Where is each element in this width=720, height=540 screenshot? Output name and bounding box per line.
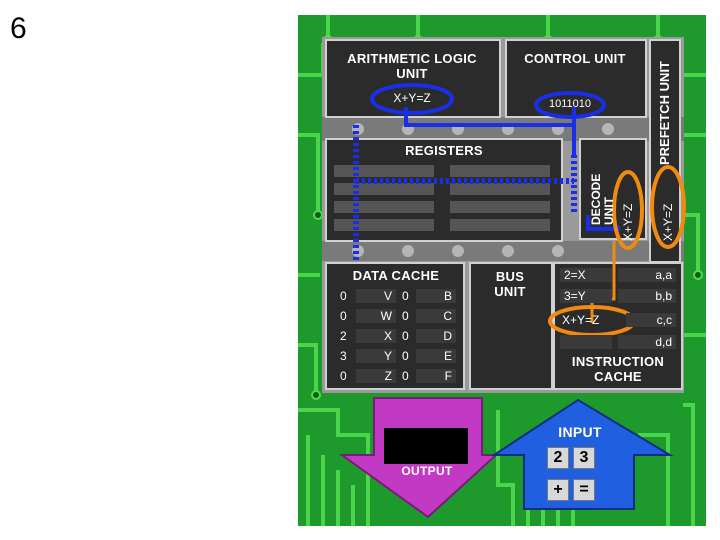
key-3: 3 — [573, 447, 595, 469]
data-cache-cell: Y — [356, 349, 396, 363]
prefetch-unit-formula: X+Y=Z — [661, 203, 675, 241]
registers-title: REGISTERS — [405, 143, 483, 158]
input-label: INPUT — [558, 424, 602, 440]
instruction-cache-cell: b,b — [618, 289, 676, 303]
bus-unit-title: BUS UNIT — [494, 269, 526, 299]
data-cache-cell: 3 — [340, 349, 347, 363]
data-cache-row: 0 V 0 B — [334, 289, 458, 303]
data-cache-cell: 0 — [340, 289, 347, 303]
data-cache-cell: W — [356, 309, 396, 323]
data-cache-cell: 0 — [340, 369, 347, 383]
data-cache-cell: E — [416, 349, 456, 363]
output-label: OUTPUT — [401, 464, 453, 478]
key-plus: + — [547, 479, 569, 501]
instruction-cache-cell: a,a — [618, 268, 676, 282]
board-artwork — [298, 15, 706, 526]
data-cache-cell: 0 — [340, 309, 347, 323]
instruction-cache-cell: X+Y=Z — [562, 313, 600, 327]
data-cache-row: 3 Y 0 E — [334, 349, 458, 363]
alu-formula: X+Y=Z — [393, 91, 431, 105]
data-cache-cell: X — [356, 329, 396, 343]
instruction-cache-cell: d,d — [618, 335, 676, 349]
decode-unit-title: DECODE UNIT — [589, 173, 616, 225]
data-cache-cell: C — [416, 309, 456, 323]
instruction-cache-cell: 2=X — [560, 268, 612, 282]
data-cache-cell: 0 — [402, 329, 409, 343]
instruction-cache-row: 3=Y b,b — [560, 289, 676, 303]
data-cache-cell: 2 — [340, 329, 347, 343]
prefetch-unit-title: PREFETCH UNIT — [657, 61, 672, 165]
instruction-cache-cell: 3=Y — [560, 289, 612, 303]
data-cache-cell: 0 — [402, 289, 409, 303]
control-unit-title: CONTROL UNIT — [524, 51, 626, 66]
data-cache-title: DATA CACHE — [352, 268, 440, 283]
data-cache-cell: 0 — [402, 309, 409, 323]
data-cache-row: 2 X 0 D — [334, 329, 458, 343]
key-equals: = — [573, 479, 595, 501]
instruction-cache-row: 2=X a,a — [560, 268, 676, 282]
data-cache-row: 0 Z 0 F — [334, 369, 458, 383]
data-cache-cell: V — [356, 289, 396, 303]
key-2: 2 — [547, 447, 569, 469]
cpu-diagram: ARITHMETIC LOGIC UNIT X+Y=Z CONTROL UNIT… — [298, 15, 706, 526]
instruction-cache-row: d,d — [560, 335, 676, 349]
instruction-cache-cell: c,c — [626, 313, 676, 327]
data-cache-cell: D — [416, 329, 456, 343]
data-cache-cell: 0 — [402, 349, 409, 363]
instruction-cache-row: X+Y=Z c,c — [560, 313, 676, 327]
data-cache-row: 0 W 0 C — [334, 309, 458, 323]
instruction-cache-title: INSTRUCTION CACHE — [571, 354, 665, 384]
data-cache-cell: B — [416, 289, 456, 303]
control-unit-code: 1011010 — [548, 98, 591, 110]
data-cache-cell: Z — [356, 369, 396, 383]
data-cache-cell: F — [416, 369, 456, 383]
instruction-cache-cell — [560, 335, 612, 349]
alu-title: ARITHMETIC LOGIC UNIT — [347, 51, 477, 81]
decode-unit-formula: X+Y=Z — [621, 203, 635, 241]
slide-number: 6 — [10, 12, 27, 45]
data-cache-cell: 0 — [402, 369, 409, 383]
